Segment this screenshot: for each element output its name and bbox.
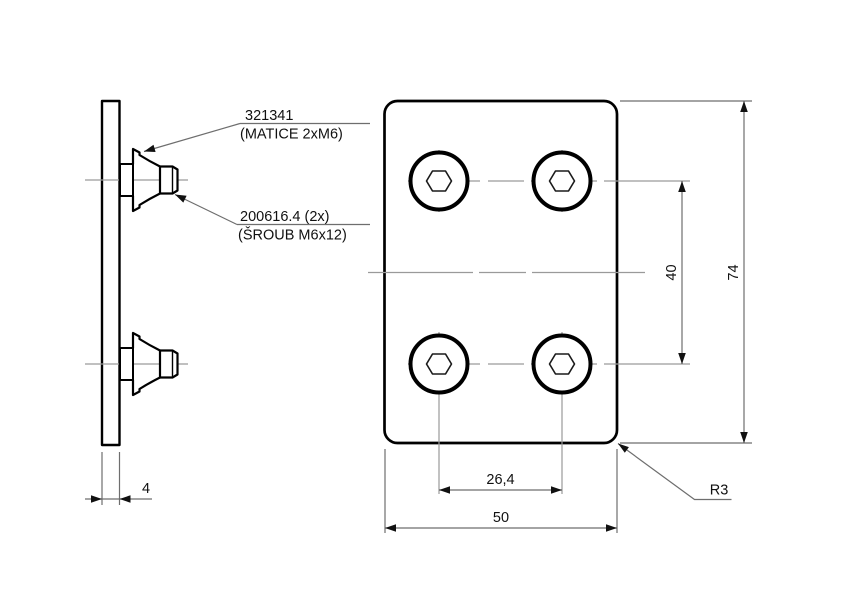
hex-socket: [548, 170, 576, 192]
screw-head-circle: [408, 333, 470, 395]
screw-callout-arrow: [175, 194, 187, 203]
screw-callout-leader: [174, 193, 370, 226]
side-view: 4: [85, 99, 188, 505]
hex-socket: [548, 353, 576, 375]
dim-plate-width: 50: [384, 449, 618, 533]
screw-end: [158, 349, 179, 379]
hole-bottom-right: [531, 333, 593, 395]
dim-thickness-arrows: [91, 495, 131, 503]
nut-cone-profile: [131, 331, 162, 397]
radius-arrow: [618, 443, 629, 453]
nut-desc: (MATICE 2xM6): [240, 127, 343, 143]
side-plate-outline: [100, 99, 121, 447]
screw-callout: 200616.4 (2x) (ŠROUB M6x12): [174, 193, 370, 244]
screw-head-circle: [408, 150, 470, 212]
hex-socket: [425, 353, 453, 375]
screw-head-circle: [531, 333, 593, 395]
nut-boss: [119, 347, 134, 381]
nut-boss: [119, 163, 134, 197]
radius-leader: [617, 443, 732, 501]
dim-50-lines: [384, 449, 618, 533]
dim-hole-spacing-x: 26,4: [439, 472, 562, 494]
dim-50-value: 50: [493, 510, 509, 526]
dim-thickness-value: 4: [142, 481, 150, 497]
nut-cone-profile: [131, 147, 162, 213]
nut-callout: 321341 (MATICE 2xM6): [143, 108, 370, 153]
screw-end: [158, 165, 179, 195]
hole-bottom-left: [408, 333, 470, 395]
hole-top-left: [408, 150, 470, 212]
nut-callout-leader: [143, 122, 370, 153]
hole-top-right: [531, 150, 593, 212]
screw-desc: (ŠROUB M6x12): [238, 227, 347, 244]
dim-74-value: 74: [726, 264, 742, 280]
radius-value: R3: [710, 483, 729, 499]
dim-plate-height: 74: [620, 100, 752, 444]
hex-socket: [425, 170, 453, 192]
screw-code: 200616.4 (2x): [240, 209, 329, 225]
dim-hole-spacing-y: 40: [664, 181, 686, 364]
dim-40-value: 40: [664, 264, 680, 280]
dim-thickness: 4: [85, 452, 152, 505]
front-view: 26,4 50 40 74 R3: [368, 99, 752, 533]
screw-head-circle: [531, 150, 593, 212]
dim-26-value: 26,4: [486, 472, 514, 488]
corner-radius-callout: R3: [617, 443, 732, 501]
fastener-bottom: [85, 331, 188, 397]
dim-74-lines: [620, 100, 752, 444]
nut-callout-arrow: [144, 144, 156, 152]
nut-code: 321341: [245, 108, 293, 124]
fastener-top: [85, 147, 188, 213]
